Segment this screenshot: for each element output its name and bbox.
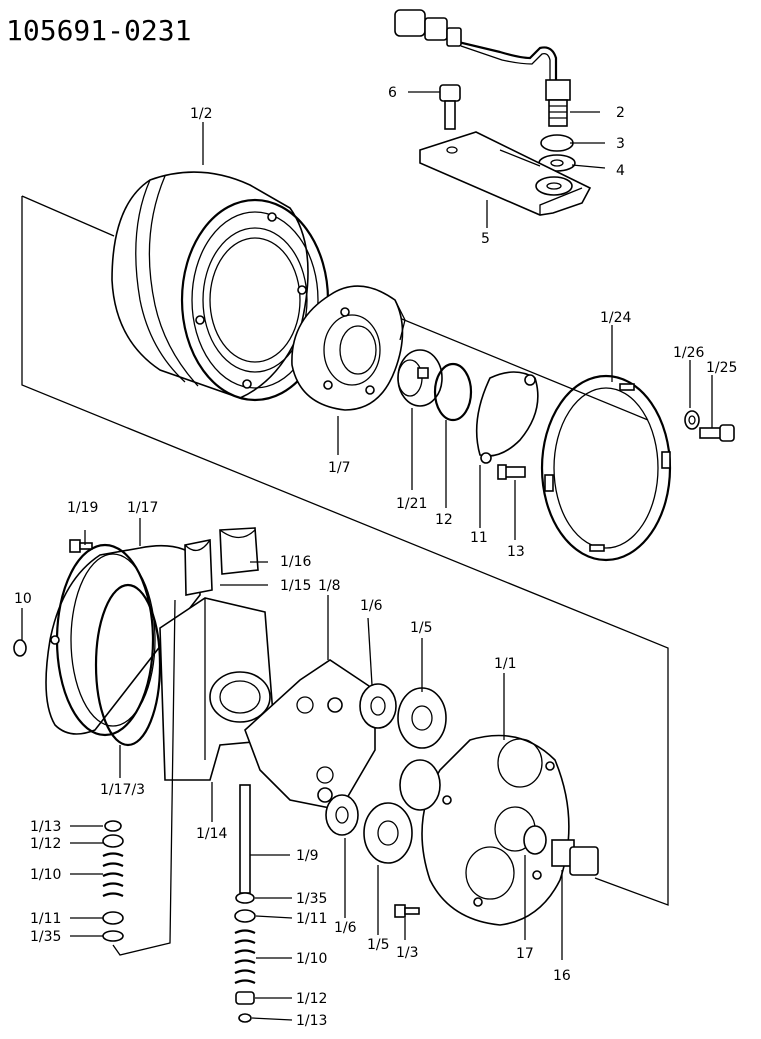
label-1-17: 1/17 <box>127 500 158 516</box>
label-1-21: 1/21 <box>396 496 427 512</box>
upper-assembly <box>21 171 735 906</box>
pipe-connector-group <box>394 9 592 216</box>
drawing-number: 105691-0231 <box>6 14 191 47</box>
label-1-17-3: 1/17/3 <box>100 782 145 798</box>
label-3: 3 <box>616 136 625 152</box>
label-17: 17 <box>516 946 534 962</box>
label-1-25: 1/25 <box>706 360 737 376</box>
label-1-13-right: 1/13 <box>296 1013 327 1029</box>
label-1-10-left: 1/10 <box>30 867 61 883</box>
label-1-11-right: 1/11 <box>296 911 327 927</box>
lower-assembly <box>13 527 599 1023</box>
label-1-5-upper: 1/5 <box>410 620 433 636</box>
label-1-14: 1/14 <box>196 826 228 842</box>
label-5: 5 <box>481 231 490 247</box>
label-1-12-left: 1/12 <box>30 836 61 852</box>
label-1-6-upper: 1/6 <box>360 598 383 614</box>
label-1-3: 1/3 <box>396 945 419 961</box>
label-1-1: 1/1 <box>494 656 517 672</box>
leader-lines <box>21 91 713 1021</box>
label-1-7: 1/7 <box>328 460 351 476</box>
label-1-15: 1/15 <box>280 578 311 594</box>
label-1-6-lower: 1/6 <box>334 920 357 936</box>
label-12: 12 <box>435 512 453 528</box>
label-1-9: 1/9 <box>296 848 319 864</box>
label-1-10-right: 1/10 <box>296 951 327 967</box>
label-1-24: 1/24 <box>600 310 632 326</box>
label-1-5-lower: 1/5 <box>367 937 390 953</box>
label-1-12-right: 1/12 <box>296 991 327 1007</box>
label-1-2: 1/2 <box>190 106 213 122</box>
label-13: 13 <box>507 544 525 560</box>
label-10: 10 <box>14 591 32 607</box>
part-labels: 6 2 3 4 5 1/2 1/24 1/26 1/25 1/7 1/21 12… <box>14 85 737 1029</box>
label-1-8: 1/8 <box>318 578 341 594</box>
label-1-35-left: 1/35 <box>30 929 61 945</box>
label-1-26: 1/26 <box>673 345 705 361</box>
label-1-19: 1/19 <box>67 500 98 516</box>
label-2: 2 <box>616 105 625 121</box>
label-4: 4 <box>616 163 625 179</box>
label-1-35-right: 1/35 <box>296 891 327 907</box>
label-1-11-left: 1/11 <box>30 911 61 927</box>
label-1-16: 1/16 <box>280 554 312 570</box>
label-11: 11 <box>470 530 488 546</box>
label-6: 6 <box>388 85 397 101</box>
label-1-13-left: 1/13 <box>30 819 61 835</box>
label-16: 16 <box>553 968 571 984</box>
